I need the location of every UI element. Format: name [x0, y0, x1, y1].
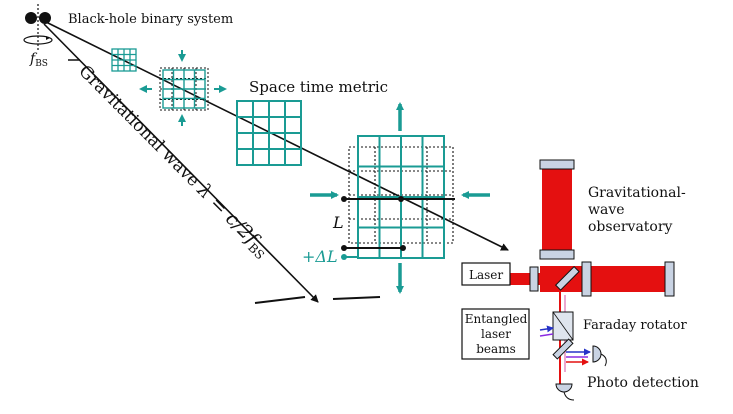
end-mirror-right [664, 261, 675, 297]
laser-label: Laser [469, 268, 503, 282]
photo-detector-bottom-icon [555, 383, 573, 393]
laser-box [461, 262, 511, 286]
wavefront-mark-right [332, 296, 381, 300]
wave-ray-lower [43, 23, 319, 303]
metric-grid-small [111, 48, 137, 72]
photo-label: Photo detection [587, 375, 699, 391]
wavefront-mark-left [254, 296, 306, 304]
entangled-label-2: laser [481, 327, 511, 341]
interferometer: Laser [461, 159, 675, 401]
input-mirror-top [539, 249, 575, 260]
observatory-label-2: wave [588, 202, 625, 218]
laser-beam-vertical [542, 168, 572, 258]
observatory-label-3: observatory [588, 219, 673, 235]
entangled-label-3: beams [476, 342, 515, 356]
faraday-label: Faraday rotator [583, 318, 687, 333]
entangled-box [461, 308, 530, 360]
entangled-label-1: Entangled [465, 312, 528, 326]
frequency-label: fBS [29, 51, 48, 69]
length-label: L [332, 213, 344, 232]
black-hole-right [39, 12, 51, 24]
delta-length-label: +ΔL [302, 247, 338, 266]
metric-grid-large [236, 100, 302, 166]
beam-splitter [554, 265, 580, 291]
metric-grid-strain [310, 102, 490, 294]
end-mirror-top [539, 159, 575, 170]
entangled-beam-in [539, 325, 554, 333]
metric-grid-medium [139, 50, 227, 126]
rotation-arrow-icon [46, 36, 50, 40]
system-label: Black-hole binary system [68, 12, 233, 27]
black-hole-binary [23, 4, 53, 50]
observatory-label-1: Gravitational- [588, 185, 686, 201]
rotation-ellipse [23, 35, 53, 45]
black-hole-left [25, 12, 37, 24]
power-recycling-mirror [529, 266, 539, 292]
input-mirror-right [581, 261, 592, 297]
splitter-output [552, 338, 574, 360]
photo-detector-right-icon [592, 345, 602, 363]
metric-label: Space time metric [249, 78, 388, 96]
